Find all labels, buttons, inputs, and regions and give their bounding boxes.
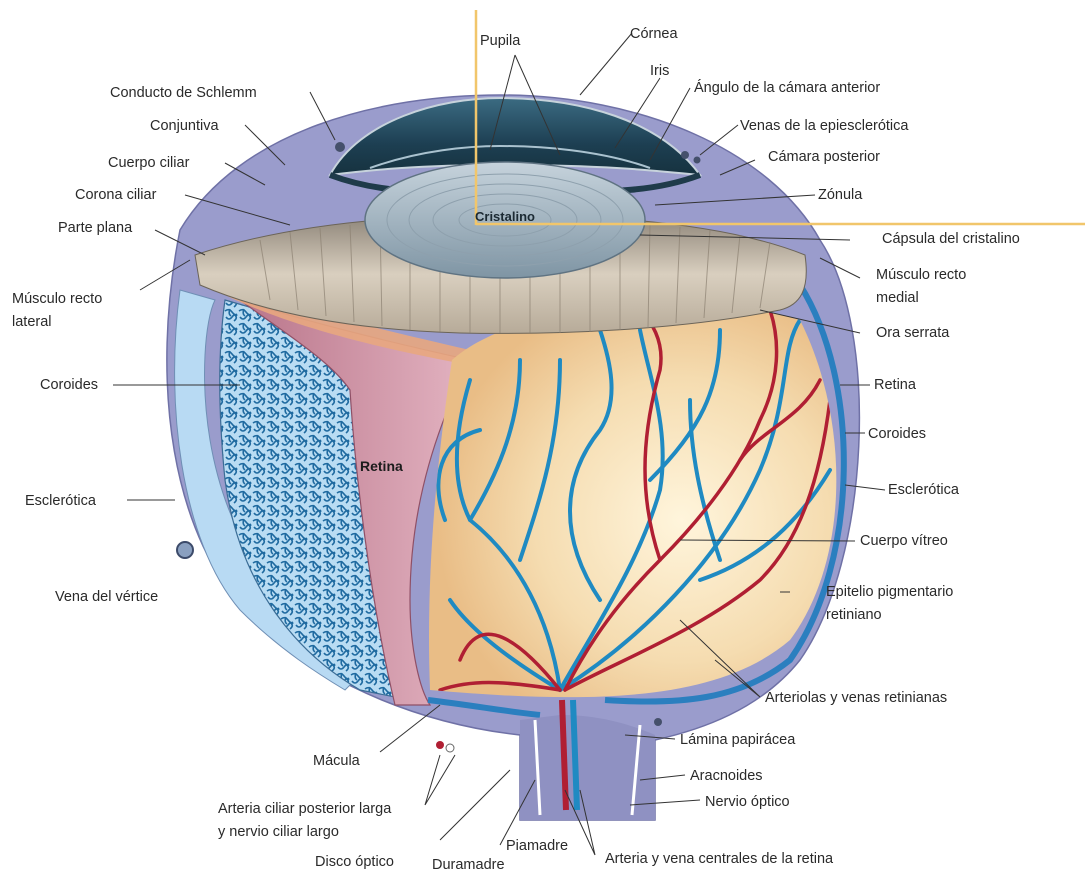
label-retina-right: Retina bbox=[874, 377, 917, 393]
label-cristalino: Cristalino bbox=[475, 209, 535, 224]
label-esclerotica-left: Esclerótica bbox=[25, 493, 97, 509]
label-cornea: Córnea bbox=[630, 26, 678, 42]
label-arteria-ciliar-2: y nervio ciliar largo bbox=[218, 824, 339, 840]
label-conjuntiva: Conjuntiva bbox=[150, 118, 219, 134]
vortex-vein bbox=[177, 542, 193, 558]
label-lamina: Lámina papirácea bbox=[680, 732, 796, 748]
label-nervio-optico: Nervio óptico bbox=[705, 794, 790, 810]
label-retina-center: Retina bbox=[360, 458, 403, 474]
label-zonula: Zónula bbox=[818, 187, 863, 203]
label-macula: Mácula bbox=[313, 753, 361, 769]
label-camara-posterior: Cámara posterior bbox=[768, 149, 880, 165]
ciliary-artery-dot bbox=[436, 741, 444, 749]
label-schlemm: Conducto de Schlemm bbox=[110, 85, 257, 101]
label-arteria-ciliar-1: Arteria ciliar posterior larga bbox=[218, 801, 392, 817]
label-vena-vertice: Vena del vértice bbox=[55, 589, 158, 605]
label-recto-medial-1: Músculo recto bbox=[876, 267, 966, 283]
label-angulo: Ángulo de la cámara anterior bbox=[694, 79, 880, 96]
label-esclerotica-right: Esclerótica bbox=[888, 482, 960, 498]
episcleral-veins bbox=[681, 151, 689, 159]
label-cuerpo-ciliar: Cuerpo ciliar bbox=[108, 155, 190, 171]
label-coroides-left: Coroides bbox=[40, 377, 98, 393]
label-pupila: Pupila bbox=[480, 33, 521, 49]
label-piamadre: Piamadre bbox=[506, 838, 568, 854]
label-arteriolas: Arteriolas y venas retinianas bbox=[765, 690, 947, 706]
label-iris: Iris bbox=[650, 63, 669, 79]
label-arteria-central: Arteria y vena centrales de la retina bbox=[605, 851, 834, 867]
label-aracnoides: Aracnoides bbox=[690, 768, 763, 784]
label-recto-lateral-1: Músculo recto bbox=[12, 291, 102, 307]
label-ora-serrata: Ora serrata bbox=[876, 325, 950, 341]
label-cuerpo-vitreo: Cuerpo vítreo bbox=[860, 533, 948, 549]
label-corona-ciliar: Corona ciliar bbox=[75, 187, 157, 203]
label-duramadre: Duramadre bbox=[432, 857, 505, 871]
schlemm-canal bbox=[335, 142, 345, 152]
label-capsula: Cápsula del cristalino bbox=[882, 231, 1020, 247]
label-parte-plana: Parte plana bbox=[58, 220, 133, 236]
label-recto-lateral-2: lateral bbox=[12, 314, 52, 330]
label-epitelio-1: Epitelio pigmentario bbox=[826, 584, 953, 600]
label-coroides-right: Coroides bbox=[868, 426, 926, 442]
label-epitelio-2: retiniano bbox=[826, 607, 882, 623]
label-recto-medial-2: medial bbox=[876, 290, 919, 306]
label-disco-optico: Disco óptico bbox=[315, 854, 394, 870]
label-venas-episclerotica: Venas de la epiesclerótica bbox=[740, 118, 909, 134]
